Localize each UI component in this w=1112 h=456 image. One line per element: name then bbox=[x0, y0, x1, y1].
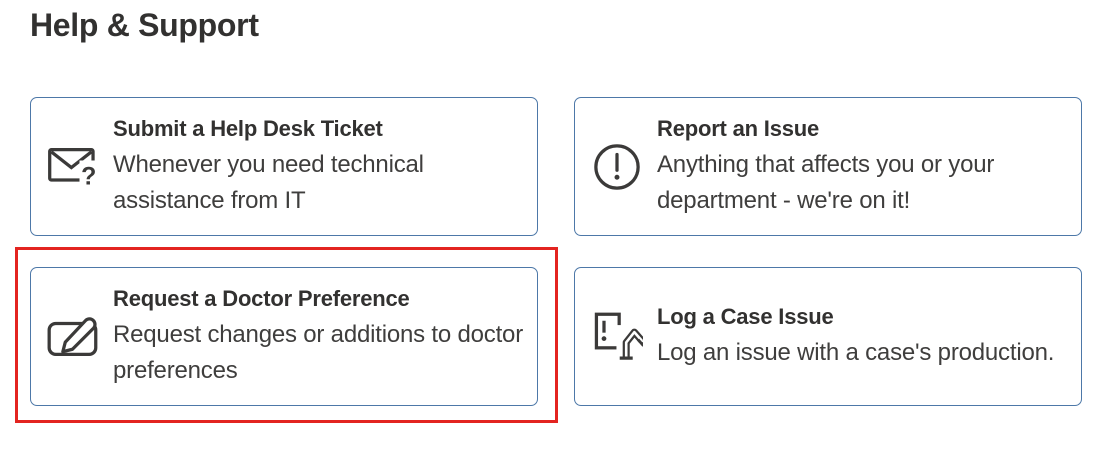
card-description: Request changes or additions to doctor p… bbox=[113, 321, 523, 384]
card-title: Request a Doctor Preference bbox=[113, 286, 410, 311]
compose-edit-icon bbox=[47, 311, 99, 363]
card-text: Submit a Help Desk Ticket Whenever you n… bbox=[113, 114, 533, 219]
card-request-doctor-preference[interactable]: Request a Doctor Preference Request chan… bbox=[30, 267, 538, 406]
card-title: Log a Case Issue bbox=[657, 304, 834, 329]
card-title: Report an Issue bbox=[657, 116, 820, 141]
card-submit-help-desk-ticket[interactable]: ? Submit a Help Desk Ticket Whenever you… bbox=[30, 97, 538, 236]
alert-circle-icon bbox=[591, 141, 643, 193]
card-title: Submit a Help Desk Ticket bbox=[113, 116, 383, 141]
card-report-an-issue[interactable]: Report an Issue Anything that affects yo… bbox=[574, 97, 1082, 236]
card-description: Anything that affects you or your depart… bbox=[657, 151, 995, 214]
document-production-issue-icon bbox=[591, 311, 643, 363]
svg-text:?: ? bbox=[81, 162, 96, 190]
card-description: Log an issue with a case's production. bbox=[657, 339, 1055, 366]
card-text: Report an Issue Anything that affects yo… bbox=[657, 114, 1077, 219]
mail-question-icon: ? bbox=[47, 141, 99, 193]
card-text: Request a Doctor Preference Request chan… bbox=[113, 284, 533, 389]
card-log-case-issue[interactable]: Log a Case Issue Log an issue with a cas… bbox=[574, 267, 1082, 406]
page-title: Help & Support bbox=[30, 7, 259, 43]
card-grid: ? Submit a Help Desk Ticket Whenever you… bbox=[30, 97, 1082, 406]
card-text: Log a Case Issue Log an issue with a cas… bbox=[657, 302, 1077, 371]
card-description: Whenever you need technical assistance f… bbox=[113, 151, 424, 214]
